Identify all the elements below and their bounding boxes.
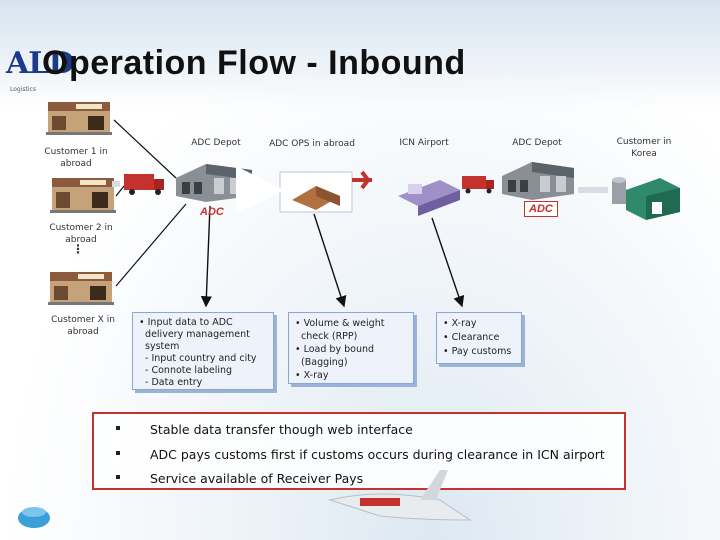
note-item: Service available of Receiver Pays [94, 471, 614, 487]
company-logo-subtitle: Logistics [10, 86, 36, 93]
box-line: • Pay customs [443, 346, 512, 357]
adc-depot-2-warehouse-icon [502, 162, 574, 200]
bullet-icon [116, 426, 120, 430]
bullet-icon [116, 451, 120, 455]
box-line: delivery management [139, 329, 250, 340]
box-ops-tasks: • Volume & weight check (RPP) • Load by … [288, 312, 414, 384]
airplane-icon [352, 170, 372, 190]
notes-panel: Stable data transfer though web interfac… [92, 412, 626, 490]
box-line: (Bagging) [295, 357, 348, 368]
customer-2-store-icon [50, 178, 116, 213]
ellipsis-more-customers: ⋮ [72, 242, 84, 256]
box-line: check (RPP) [295, 331, 358, 342]
box-line: • Input data to ADC [139, 317, 233, 328]
adc-ops-package-icon [279, 171, 353, 213]
label-adc-depot-1: ADC Depot [191, 138, 241, 148]
truck-icon [124, 174, 164, 195]
box-line: • Volume & weight [295, 318, 385, 329]
box-airport-tasks: • X-ray • Clearance • Pay customs [436, 312, 522, 364]
label-icn-airport: ICN Airport [399, 138, 449, 148]
bullet-icon [116, 475, 120, 479]
note-item: Stable data transfer though web interfac… [94, 422, 614, 438]
label-customer-2: Customer 2 in abroad [49, 223, 113, 245]
label-customer-1: Customer 1 in abroad [44, 147, 108, 169]
header-band [0, 0, 720, 110]
box-line: - Input country and city [139, 353, 257, 364]
box-depot-tasks: • Input data to ADC delivery management … [132, 312, 274, 390]
x-ray-scanner-icon [398, 180, 460, 216]
box-line: • Clearance [443, 332, 500, 343]
label-customer-korea: Customer in Korea [616, 137, 672, 159]
box-line: - Data entry [139, 377, 203, 388]
note-text: ADC pays customs first if customs occurs… [150, 447, 605, 462]
box-line: - Connote labeling [139, 365, 233, 376]
adc-badge-1: ADC [200, 206, 224, 218]
customer-x-store-icon [48, 272, 114, 305]
truck-icon-2 [462, 176, 494, 194]
customer-korea-facility-icon [612, 177, 680, 220]
label-adc-depot-2: ADC Depot [512, 138, 562, 148]
box-line: • Load by bound [295, 344, 375, 355]
note-text: Stable data transfer though web interfac… [150, 422, 413, 437]
label-adc-ops-abroad: ADC OPS in abroad [269, 139, 355, 149]
box-line: system [139, 341, 180, 352]
box-line: • X-ray [295, 370, 329, 381]
note-item: ADC pays customs first if customs occurs… [94, 447, 614, 463]
company-logo: ALD [6, 46, 74, 81]
note-text: Service available of Receiver Pays [150, 471, 364, 486]
page-title: Operation Flow - Inbound [42, 44, 466, 82]
airplane-photo-icon [328, 470, 472, 521]
customer-1-store-icon [46, 102, 112, 135]
adc-badge-2: ADC [524, 201, 558, 217]
decorative-sphere-highlight [22, 507, 46, 517]
label-customer-x: Customer X in abroad [51, 315, 115, 337]
box-line: • X-ray [443, 318, 477, 329]
